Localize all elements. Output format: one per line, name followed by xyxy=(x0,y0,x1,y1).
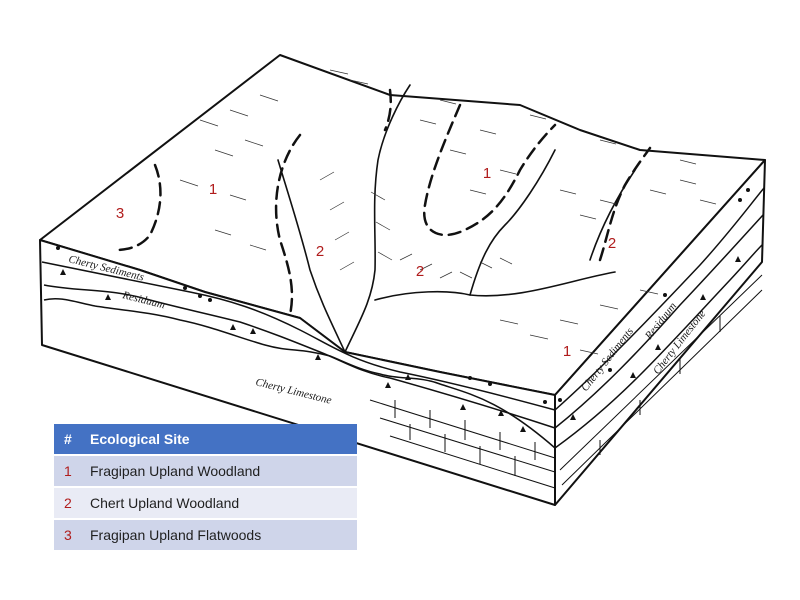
site-marker: 2 xyxy=(416,263,424,280)
legend-header: # Ecological Site xyxy=(54,424,357,456)
front-layer-line-1 xyxy=(41,261,556,411)
legend-row-num: 2 xyxy=(54,487,80,520)
right-layer-line-2 xyxy=(554,214,764,429)
site-marker: 1 xyxy=(209,181,217,198)
front-layer-line-2 xyxy=(43,284,556,429)
rock-fragments xyxy=(56,188,750,432)
right-face xyxy=(554,159,766,506)
legend-row: 2 Chert Upland Woodland xyxy=(54,487,357,520)
site-marker: 1 xyxy=(483,165,491,182)
right-layer-line-1 xyxy=(554,187,765,411)
site-marker: 3 xyxy=(116,205,124,222)
ecological-site-legend: # Ecological Site 1 Fragipan Upland Wood… xyxy=(54,424,357,552)
site-boundaries xyxy=(113,88,652,317)
legend-row: 3 Fragipan Upland Flatwoods xyxy=(54,519,357,552)
legend-row-num: 1 xyxy=(54,455,80,488)
legend-row-name: Fragipan Upland Woodland xyxy=(80,455,357,488)
slope-hachures xyxy=(179,69,717,355)
legend-row-num: 3 xyxy=(54,519,80,552)
legend-row-name: Chert Upland Woodland xyxy=(80,487,357,520)
right-layer-line-3 xyxy=(554,244,763,449)
legend-row-name: Fragipan Upland Flatwoods xyxy=(80,519,357,552)
front-layer-line-3 xyxy=(43,297,556,449)
site-marker: 2 xyxy=(316,243,324,260)
legend-header-num: # xyxy=(54,424,80,456)
legend-row: 1 Fragipan Upland Woodland xyxy=(54,455,357,488)
site-marker: 2 xyxy=(608,235,616,252)
legend-header-title: Ecological Site xyxy=(80,424,357,456)
drainage-channels xyxy=(277,84,636,353)
limestone-bricks xyxy=(369,274,763,489)
site-marker: 1 xyxy=(563,343,571,360)
